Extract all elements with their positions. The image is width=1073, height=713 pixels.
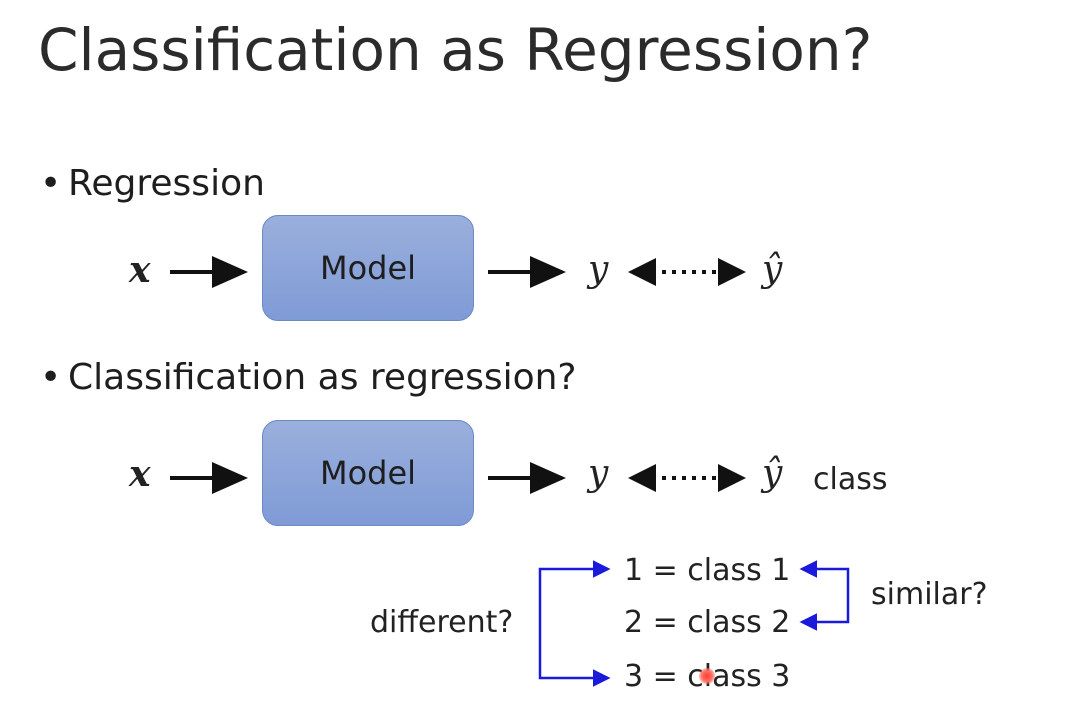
bracket-different-top <box>538 560 611 622</box>
bullet-classification: •Classification as regression? <box>40 357 577 398</box>
model-label-2: Model <box>319 454 417 492</box>
class-item-1: 1 = class 1 <box>624 553 791 588</box>
class-note: class <box>813 462 888 497</box>
model-label-1: Model <box>319 249 417 287</box>
bracket-similar-top <box>799 560 850 596</box>
laser-pointer-icon <box>699 668 715 684</box>
bullet-dot: • <box>40 163 62 204</box>
target-yhat-1: ŷ <box>762 249 783 290</box>
output-y-1: y <box>588 249 609 290</box>
input-x-2: x <box>129 453 151 495</box>
model-box-2: Model <box>262 420 474 526</box>
bullet-regression-label: Regression <box>68 163 265 204</box>
bullet-classification-label: Classification as regression? <box>68 357 577 398</box>
class-item-2: 2 = class 2 <box>624 605 791 640</box>
different-label: different? <box>370 605 514 640</box>
target-yhat-2: ŷ <box>762 453 783 494</box>
slide-title: Classification as Regression? <box>38 16 873 84</box>
similar-label: similar? <box>871 577 988 612</box>
input-x-1: x <box>129 249 151 291</box>
bullet-dot: • <box>40 357 62 398</box>
output-y-2: y <box>588 453 609 494</box>
bracket-different-bottom <box>538 622 611 687</box>
bracket-similar-bottom <box>799 596 850 631</box>
bullet-regression: •Regression <box>40 163 265 204</box>
model-box-1: Model <box>262 215 474 321</box>
